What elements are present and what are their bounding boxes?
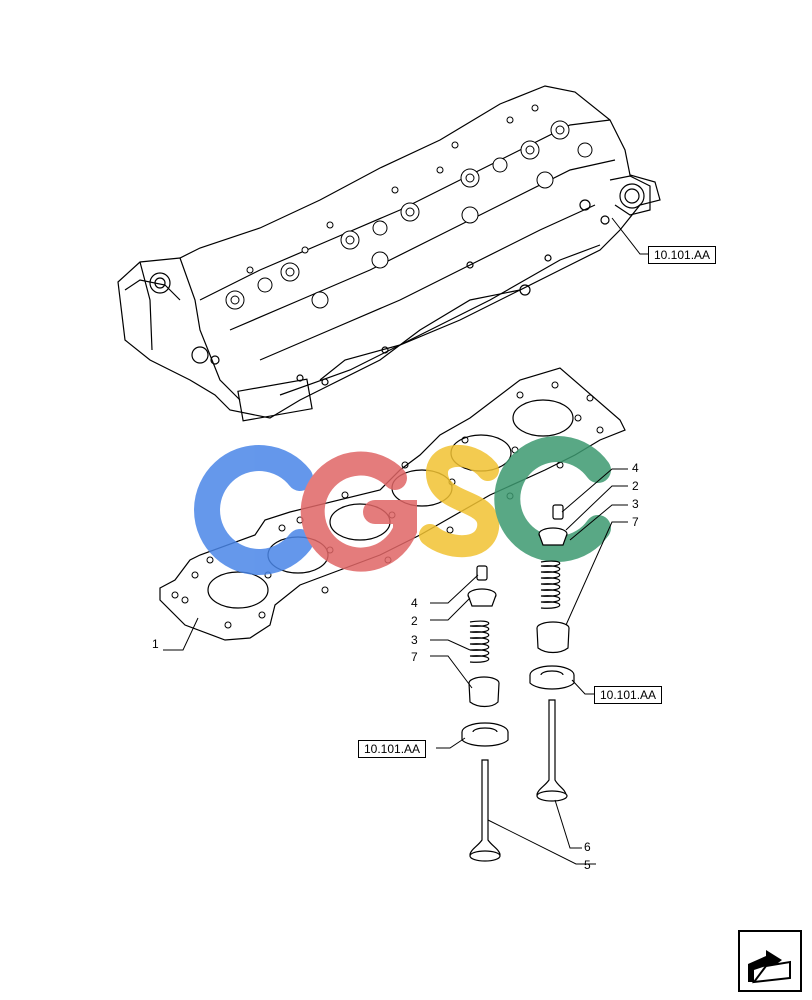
leader-right-2 (565, 485, 628, 531)
left-valve-callout-3: 3 (411, 633, 418, 647)
right-valve-callout-3: 3 (632, 497, 639, 511)
leader-right-3 (569, 504, 628, 541)
right-valve-callout-2: 2 (632, 479, 639, 493)
cylinder-head (117, 85, 661, 422)
leader-gasket (163, 617, 199, 651)
gasket-callout: 1 (152, 637, 159, 651)
left-valve-assembly (461, 565, 509, 862)
left-valve-callout-5: 5 (584, 858, 591, 872)
leader-left-7 (430, 655, 473, 689)
leader-left-seat (436, 737, 466, 749)
leader-right-6 (554, 799, 582, 849)
cylinder-head-ref-label[interactable]: 10.101.AA (648, 246, 717, 264)
leader-left-5 (487, 819, 596, 865)
left-valve-callout-2: 2 (411, 614, 418, 628)
left-seat-ref-label[interactable]: 10.101.AA (358, 740, 427, 758)
cylinder-head-bosses (225, 104, 593, 310)
left-valve-callout-7: 7 (411, 650, 418, 664)
right-valve-callout-4: 4 (632, 461, 639, 475)
left-valve-callout-4: 4 (411, 596, 418, 610)
leader-right-seat (571, 679, 594, 695)
right-valve-assembly (529, 504, 575, 802)
leader-lines (163, 217, 648, 865)
leader-left-3 (430, 639, 471, 651)
leader-right-4 (561, 468, 628, 513)
leader-left-2 (430, 597, 471, 621)
cgsc-watermark-logo (194, 436, 611, 575)
right-seat-ref-label[interactable]: 10.101.AA (594, 686, 663, 704)
leader-head-ref (611, 217, 648, 255)
next-page-arrow-icon[interactable] (738, 930, 802, 992)
leader-right-7 (565, 521, 628, 626)
leader-left-4 (430, 574, 479, 604)
right-valve-callout-7: 7 (632, 515, 639, 529)
right-valve-callout-6: 6 (584, 840, 591, 854)
